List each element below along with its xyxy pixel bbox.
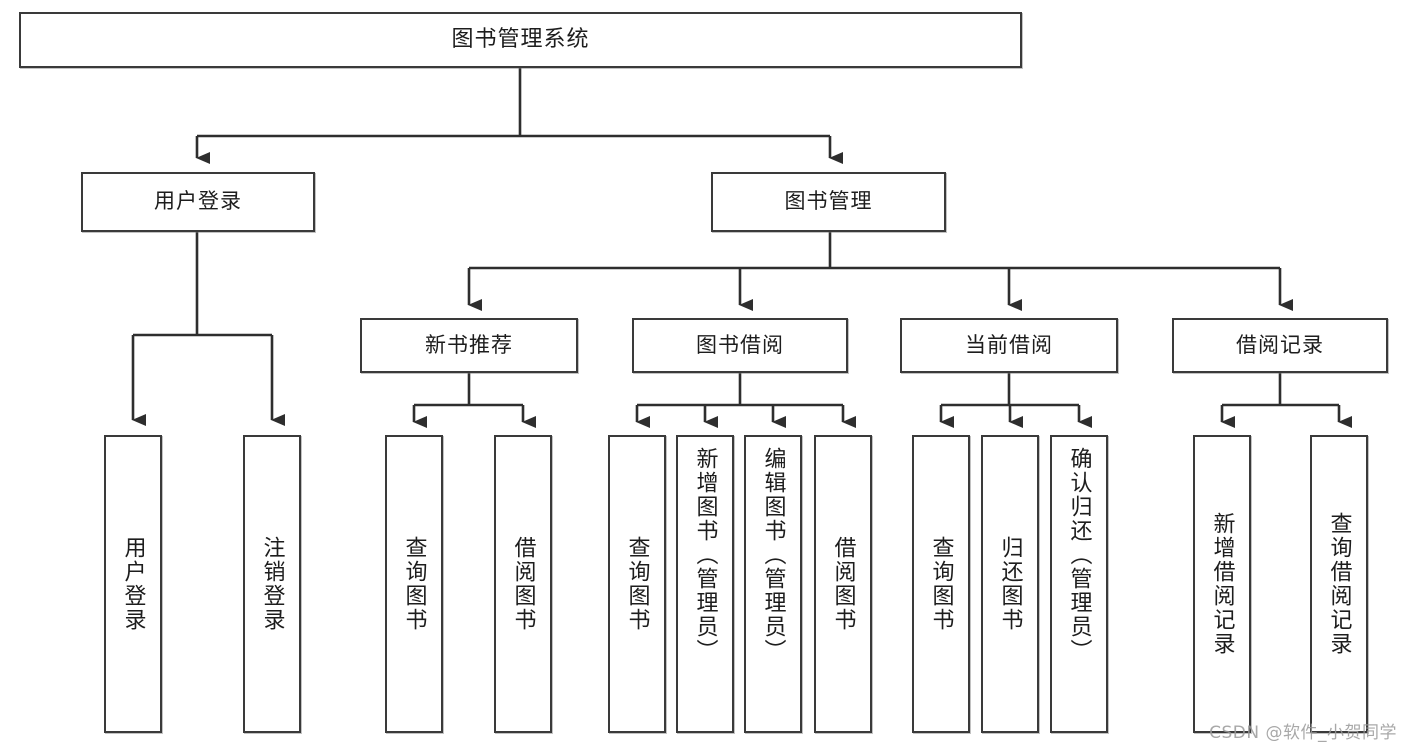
node-new-book-recommend[interactable]: 新书推荐	[360, 318, 578, 373]
leaf-label: 新增图书（管理员）	[692, 447, 718, 663]
leaf-record-query-record[interactable]: 查询借阅记录	[1310, 435, 1368, 733]
leaf-label: 借阅图书	[830, 536, 856, 632]
leaf-label: 编辑图书（管理员）	[760, 447, 786, 663]
node-label: 用户登录	[154, 189, 242, 214]
node-label: 图书管理	[784, 189, 873, 214]
node-root-system[interactable]: 图书管理系统	[19, 12, 1022, 68]
leaf-record-add-record[interactable]: 新增借阅记录	[1193, 435, 1251, 733]
node-label: 图书借阅	[696, 332, 784, 357]
leaf-label: 查询借阅记录	[1326, 512, 1352, 656]
leaf-label: 查询图书	[624, 536, 650, 632]
leaf-borrow-borrow-book[interactable]: 借阅图书	[814, 435, 872, 733]
leaf-current-return-book[interactable]: 归还图书	[981, 435, 1039, 733]
leaf-new-book-query[interactable]: 查询图书	[385, 435, 443, 733]
leaf-label: 借阅图书	[510, 536, 536, 632]
leaf-label: 查询图书	[928, 536, 954, 632]
leaf-borrow-add-book-admin[interactable]: 新增图书（管理员）	[676, 435, 734, 733]
node-label: 当前借阅	[965, 332, 1053, 357]
leaf-current-query-book[interactable]: 查询图书	[912, 435, 970, 733]
leaf-label: 新增借阅记录	[1209, 512, 1235, 656]
leaf-user-login-login[interactable]: 用户登录	[104, 435, 162, 733]
node-user-login[interactable]: 用户登录	[81, 172, 315, 232]
node-borrow-record[interactable]: 借阅记录	[1172, 318, 1388, 373]
node-book-management[interactable]: 图书管理	[711, 172, 946, 232]
node-label: 新书推荐	[425, 332, 513, 357]
node-current-borrow[interactable]: 当前借阅	[900, 318, 1118, 373]
node-label: 图书管理系统	[451, 26, 590, 52]
leaf-current-confirm-return-admin[interactable]: 确认归还（管理员）	[1050, 435, 1108, 733]
node-book-borrow[interactable]: 图书借阅	[632, 318, 848, 373]
leaf-user-login-logout[interactable]: 注销登录	[243, 435, 301, 733]
leaf-label: 注销登录	[259, 536, 285, 632]
leaf-label: 确认归还（管理员）	[1066, 447, 1092, 663]
leaf-label: 查询图书	[401, 536, 427, 632]
node-label: 借阅记录	[1236, 332, 1324, 357]
leaf-label: 归还图书	[997, 536, 1023, 632]
leaf-label: 用户登录	[120, 536, 146, 632]
leaf-borrow-query-book[interactable]: 查询图书	[608, 435, 666, 733]
leaf-borrow-edit-book-admin[interactable]: 编辑图书（管理员）	[744, 435, 802, 733]
leaf-new-book-borrow[interactable]: 借阅图书	[494, 435, 552, 733]
